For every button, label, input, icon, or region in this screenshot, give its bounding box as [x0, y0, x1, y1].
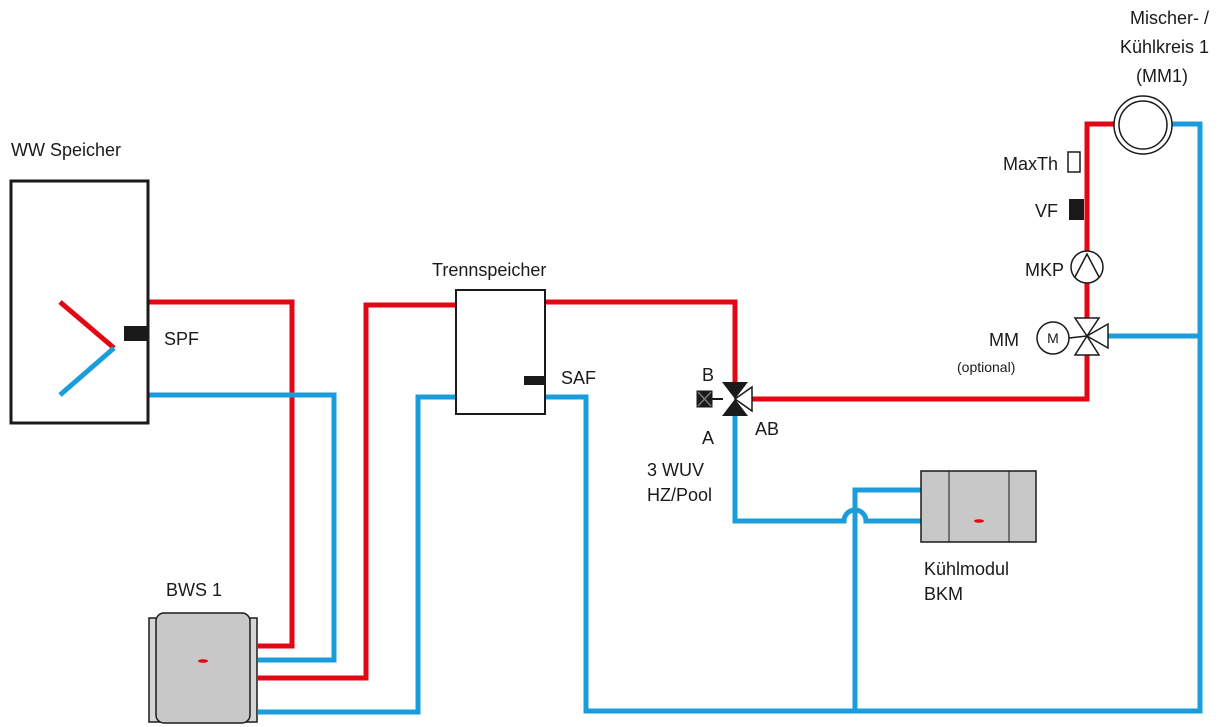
- mixer-valve-bottom: [1073, 334, 1101, 356]
- cold-pipes: [60, 121, 1203, 715]
- mixer-motor-symbol: M: [1047, 330, 1059, 346]
- mixer-motor-stem: [1068, 335, 1088, 339]
- valve-port-ab: [733, 385, 753, 413]
- ww-speicher-label: WW Speicher: [11, 140, 121, 160]
- consumer-circuit: [1113, 95, 1173, 155]
- maxth-thermostat: [1067, 151, 1081, 173]
- cooling-module-body: [920, 470, 1037, 543]
- cooling-module: [920, 470, 1037, 543]
- heat-pump-body: [155, 612, 251, 724]
- vf-label: VF: [1035, 201, 1058, 221]
- hot-pipes: [60, 121, 1114, 681]
- vf-sensor: [1069, 199, 1084, 220]
- dhw-tank-body: [9, 179, 150, 425]
- mischer-label-line1: Mischer- /: [1130, 8, 1209, 28]
- pipe-buffer-supply: [258, 302, 456, 681]
- valve-b-label: B: [702, 365, 714, 385]
- wuv-label-line2: HZ/Pool: [647, 485, 712, 505]
- valve-port-b: [722, 382, 748, 399]
- pipe-mixer-supply-riser: [1084, 121, 1114, 318]
- mixer-valve-right: [1085, 322, 1109, 350]
- mm-optional-label: (optional): [957, 359, 1015, 375]
- maxth-label: MaxTh: [1003, 154, 1058, 174]
- heat-pump-logo: [198, 659, 208, 663]
- mischer-label-line3: (MM1): [1136, 66, 1188, 86]
- trennspeicher-label: Trennspeicher: [432, 260, 546, 280]
- pipe-buffer-to-valve: [545, 299, 738, 382]
- valve-ab-label: AB: [755, 419, 779, 439]
- mm-label: MM: [989, 330, 1019, 350]
- pipe-dhw-supply: [60, 299, 295, 649]
- three-way-valve: [696, 382, 753, 416]
- kuehlmodul-label-line2: BKM: [924, 584, 963, 604]
- mkp-pump-circle: [1070, 250, 1104, 284]
- buffer-tank-body: [455, 289, 546, 415]
- pipe-buffer-return: [258, 394, 456, 715]
- mischer-label-line2: Kühlkreis 1: [1120, 37, 1209, 57]
- mkp-pump: [1070, 250, 1104, 284]
- mkp-pump-chevron: [1074, 252, 1100, 278]
- valve-actuator-x2: [697, 391, 712, 407]
- consumer-inner-circle: [1118, 100, 1168, 150]
- pipe-buffer-return-main: [545, 121, 1203, 714]
- spf-label: SPF: [164, 329, 199, 349]
- mixer-valve: M: [1036, 317, 1109, 356]
- saf-sensor: [524, 376, 545, 385]
- dhw-coil-hot: [58, 300, 116, 350]
- buffer-tank: [455, 289, 546, 415]
- valve-port-a: [722, 399, 748, 416]
- heat-pump-unit: [148, 612, 258, 724]
- valve-a-label: A: [702, 428, 714, 448]
- pipe-bkm-to-main: [852, 487, 921, 711]
- cooling-module-logo: [974, 519, 984, 523]
- dhw-coil-cold: [58, 346, 116, 397]
- bws-label: BWS 1: [166, 580, 222, 600]
- mixer-motor-circle: [1036, 321, 1070, 355]
- dhw-tank: [9, 179, 150, 425]
- kuehlmodul-label-line1: Kühlmodul: [924, 559, 1009, 579]
- mkp-label: MKP: [1025, 260, 1064, 280]
- pipe-valve-ab-to-mixer: [748, 355, 1090, 402]
- pipe-dhw-return: [60, 392, 337, 663]
- wuv-label-line1: 3 WUV: [647, 460, 704, 480]
- spf-sensor: [124, 326, 148, 341]
- mixer-valve-top: [1073, 317, 1101, 338]
- saf-label: SAF: [561, 368, 596, 388]
